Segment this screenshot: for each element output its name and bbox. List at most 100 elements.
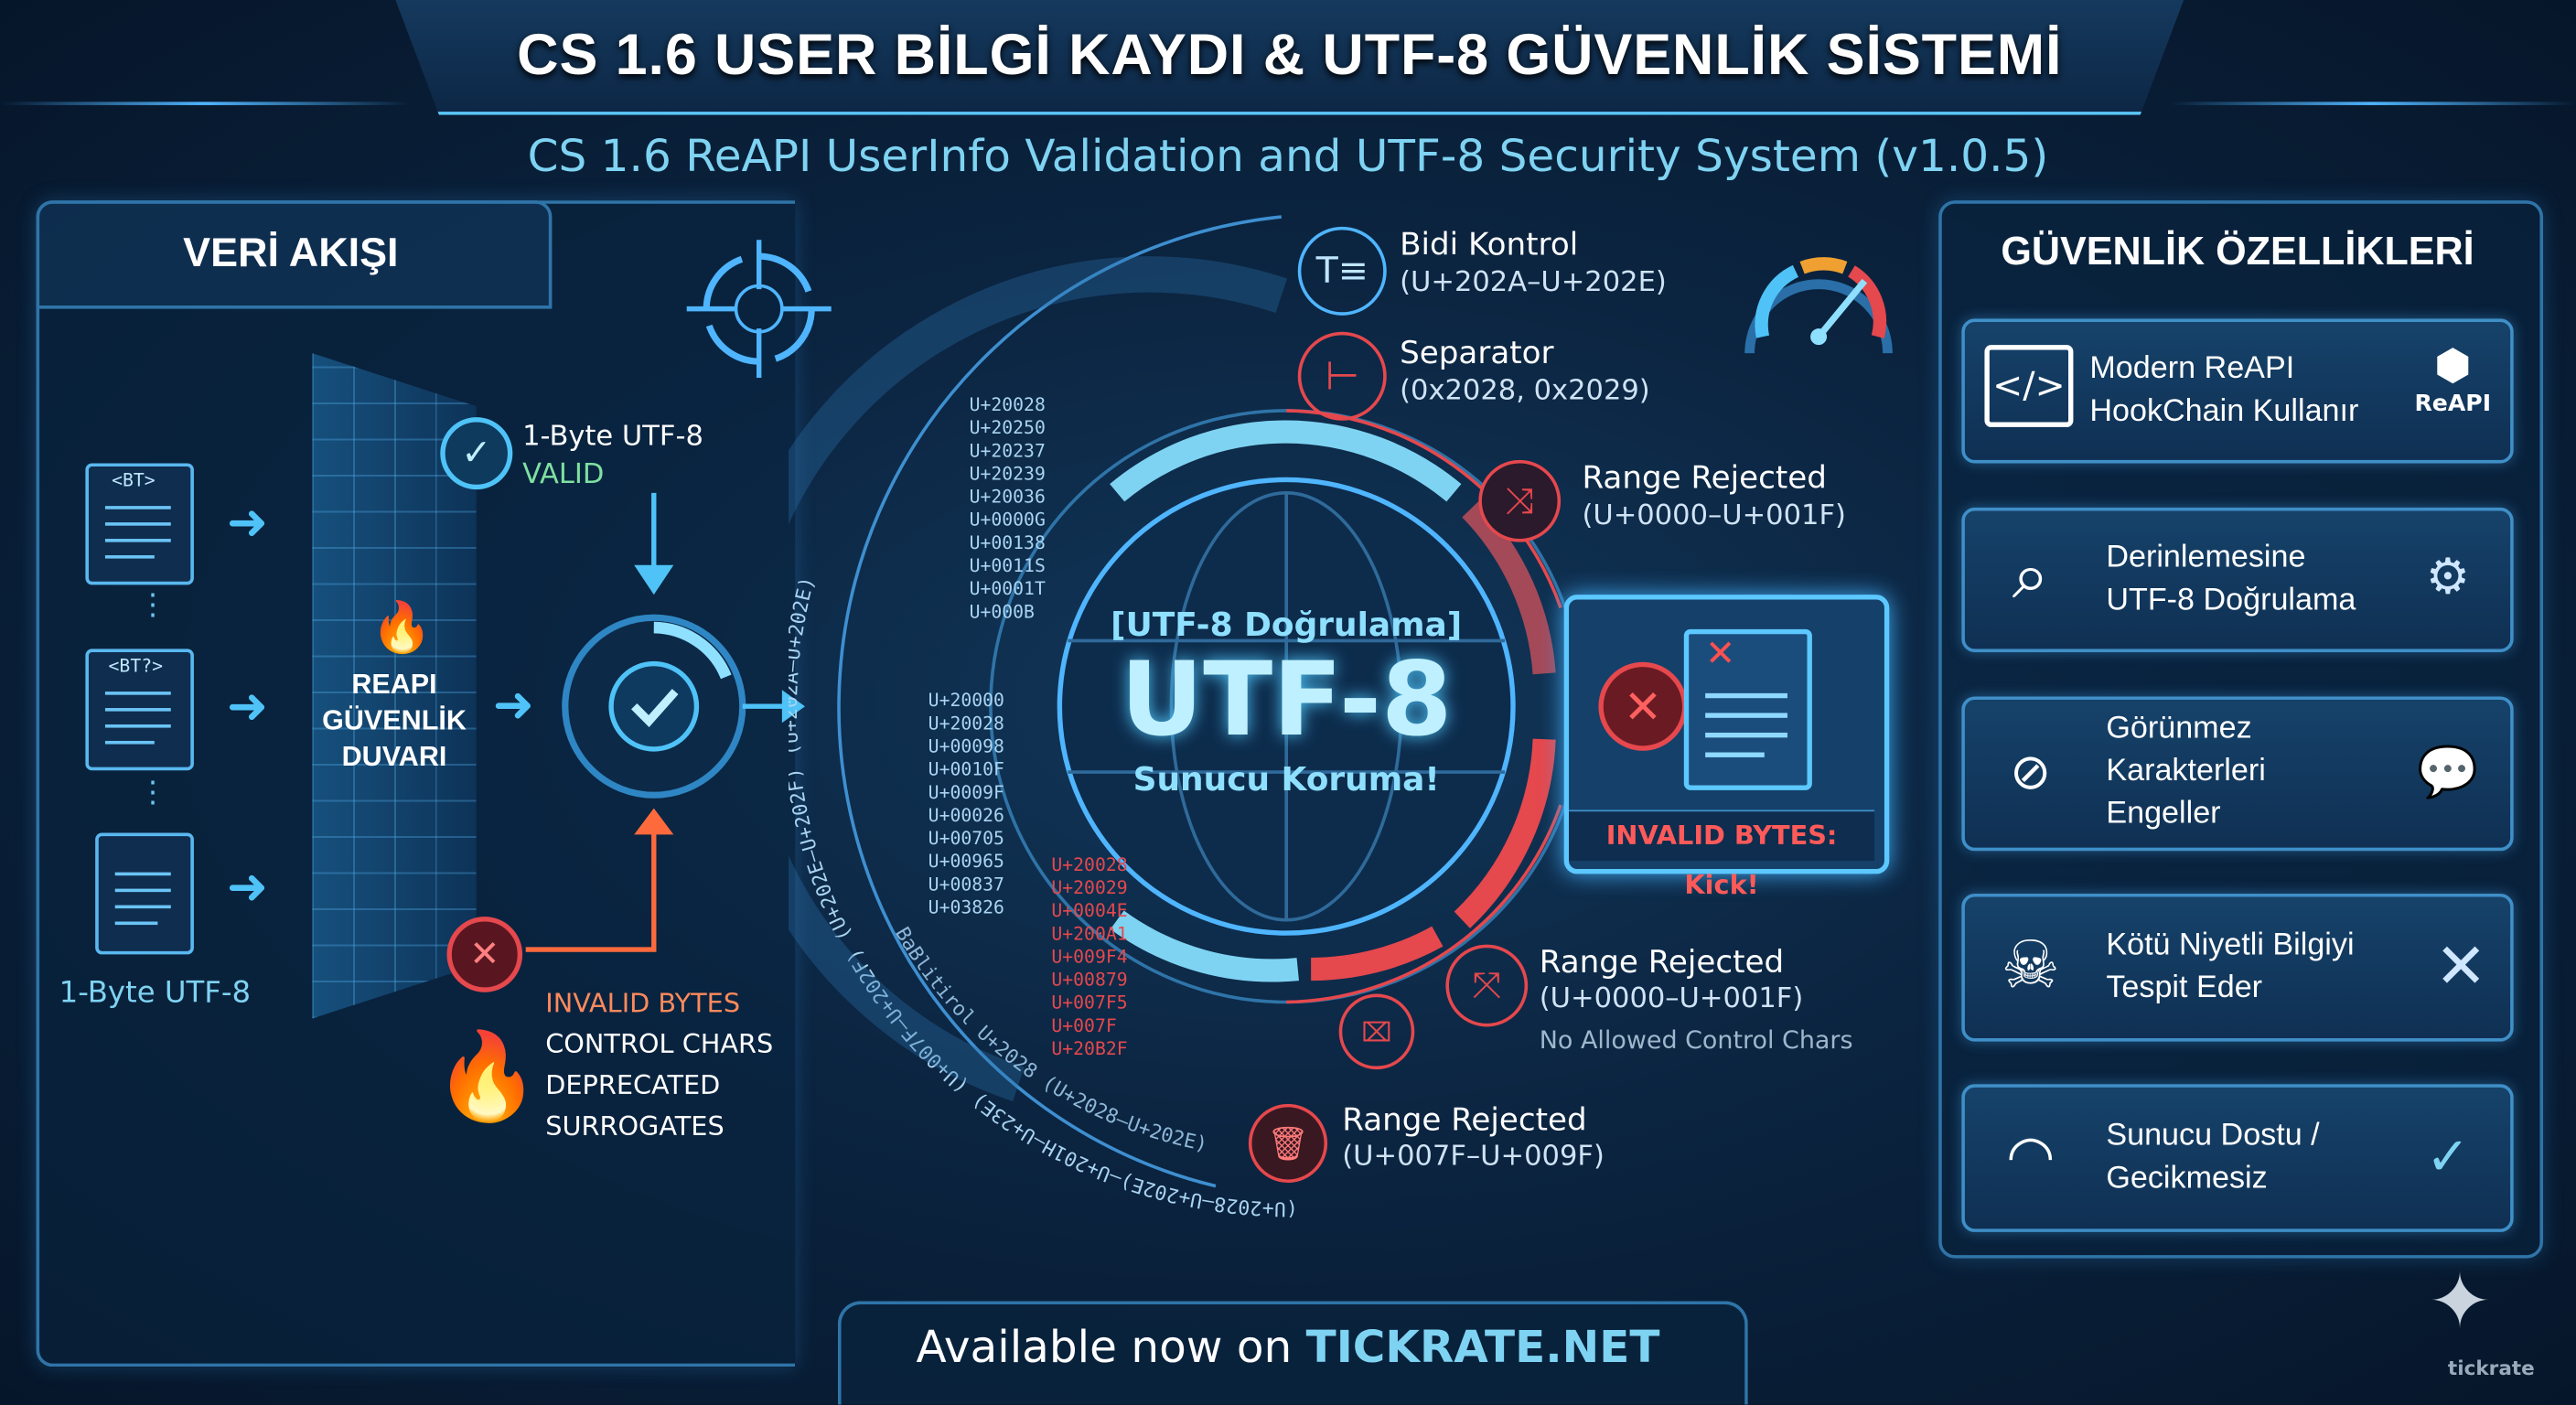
code: U+007F (1051, 1014, 1117, 1037)
rule-range: (0x2028, 0x2029) (1400, 374, 1650, 408)
core-subtitle: Sunucu Koruma! (1132, 758, 1440, 799)
code: U+000B (969, 601, 1035, 623)
feature-line: Sunucu Dostu / (2106, 1119, 2320, 1153)
separator-icon: ⊢ (1297, 331, 1387, 421)
code: U+007F5 (1051, 992, 1128, 1014)
rule-title: Separator (1400, 335, 1554, 371)
code: U+03826 (928, 896, 1004, 918)
code: U+20B2F (1051, 1038, 1128, 1060)
firewall-line: DUVARI (341, 740, 447, 773)
doc-tag: <BT?> (108, 655, 164, 677)
rule-range: (U+0000–U+001F) (1582, 499, 1846, 532)
speedometer-icon: ◠ (2006, 1123, 2055, 1190)
crossed-swords-icon: ✕ (2434, 929, 2487, 1003)
code: U+00138 (969, 531, 1046, 554)
check-icon: ✓ (440, 417, 513, 490)
code: U+0004E (1051, 900, 1128, 922)
footer-brand-link[interactable]: TICKRATE.NET (1305, 1322, 1660, 1374)
rule-range: (U+0000–U+001F) (1539, 981, 1804, 1015)
rule-title: Range Rejected (1582, 459, 1827, 497)
check-badge-icon: ✓ (2425, 1125, 2470, 1188)
code: U+20239 (969, 463, 1046, 485)
code: U+00098 (928, 735, 1004, 757)
code: U+20028 (969, 394, 1046, 416)
feature-line: Karakterleri (2106, 754, 2266, 789)
code: U+00837 (928, 874, 1004, 896)
code-window-icon: </> (1984, 345, 2074, 427)
code: U+20028 (1051, 853, 1128, 876)
invalid-item: DEPRECATED (545, 1069, 721, 1101)
code: U+0001T (969, 578, 1046, 600)
reapi-logo: ⬢ReAPI (2405, 342, 2500, 418)
title-banner (394, 0, 2185, 115)
valid-label: 1-Byte UTF-8 (522, 420, 703, 454)
arrow-right-icon: ➜ (226, 494, 268, 552)
feature-line: Modern ReAPI (2089, 351, 2295, 387)
code: U+009F4 (1051, 946, 1128, 968)
firewall-label: REAPI GÜVENLİK DUVARI (304, 667, 485, 776)
divider (2168, 102, 2576, 105)
crosshair-icon (686, 240, 832, 379)
reapi-badge: ReAPI (2414, 391, 2492, 418)
page-title: CS 1.6 USER BİLGİ KAYDI & UTF-8 GÜVENLİK… (517, 23, 2063, 88)
code: U+00705 (928, 828, 1004, 850)
feature-line: Görünmez (2106, 711, 2252, 746)
code: U+20237 (969, 440, 1046, 462)
rule-title: Bidi Kontrol (1400, 226, 1579, 263)
shuffle-icon: ⤨ (1478, 459, 1562, 542)
code: U+0000G (969, 509, 1046, 531)
arrow-right-icon: ➜ (226, 859, 268, 917)
code: U+20028 (928, 713, 1004, 735)
rejected-document-icon: ✕ (1683, 628, 1812, 790)
doc-label: 1-Byte UTF-8 (59, 975, 252, 1011)
gauge-icon (1744, 257, 1893, 354)
arrow-right-icon: ➜ (492, 676, 534, 735)
core-title: UTF-8 (1120, 638, 1453, 759)
code: U+0011S (969, 555, 1046, 577)
arrow-down-icon (634, 492, 674, 595)
code: U+00879 (1051, 969, 1128, 991)
network-check-icon: ⚙ (2425, 547, 2471, 606)
data-flow-header (36, 200, 553, 309)
feature-line: Kötü Niyetli Bilgiyi (2106, 928, 2355, 963)
footer-tab (837, 1301, 1748, 1405)
code: U+20029 (1051, 877, 1128, 899)
reject-arrow (525, 808, 674, 952)
feature-line: Engeller (2106, 797, 2221, 831)
feature-card-performance: ◠ Sunucu Dostu /Gecikmesiz ✓ (1961, 1084, 2514, 1232)
reject-x-icon: ✕ (446, 917, 523, 992)
document-icon: <BT> (85, 463, 194, 585)
hidden-eye-icon: ⊘ (2010, 743, 2052, 801)
data-flow-title: VERİ AKIŞI (183, 230, 399, 276)
code: U+00965 (928, 851, 1004, 873)
magnifier-icon: ⌕ (2012, 539, 2049, 615)
remove-char-icon: ⌧ (1338, 993, 1415, 1070)
footer-text: Available now on (916, 1322, 1306, 1374)
code: U+0009F (928, 781, 1004, 804)
invalid-item: INVALID BYTES (545, 987, 741, 1019)
ellipsis-icon: ⋮ (137, 587, 168, 623)
feature-line: UTF-8 Doğrulama (2106, 583, 2356, 618)
fire-icon: 🔥 (370, 599, 433, 658)
code: U+200A1 (1051, 923, 1128, 945)
watermark: tickrate (2447, 1357, 2535, 1380)
feature-line: Derinlemesine (2106, 540, 2306, 575)
ellipsis-icon: ⋮ (137, 775, 168, 810)
bidi-icon: T≡ (1297, 226, 1387, 316)
document-icon: <BT?> (85, 649, 194, 771)
invalid-list: INVALID BYTES CONTROL CHARS DEPRECATED S… (545, 982, 773, 1147)
sparkle-icon: ✦ (2428, 1256, 2492, 1346)
chat-edit-icon: 💬 (2417, 743, 2479, 801)
footer: Available now on TICKRATE.NET (0, 1323, 2576, 1374)
trash-icon: 🗑 (1248, 1103, 1328, 1184)
page-subtitle: CS 1.6 ReAPI UserInfo Validation and UTF… (527, 131, 2049, 183)
utf8-core: (U+2028–U+202E)–U+201H–U+23E) (U+007F–U+… (789, 215, 1584, 1220)
valid-status: VALID (522, 458, 605, 491)
